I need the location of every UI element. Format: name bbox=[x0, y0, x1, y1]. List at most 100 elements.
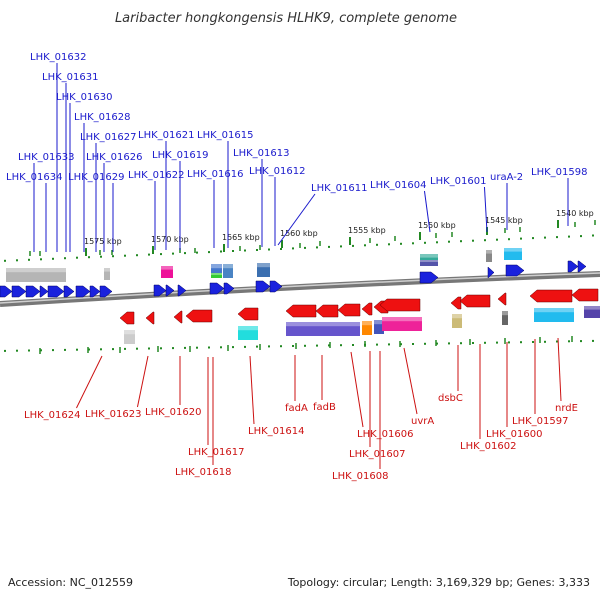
scale-dot bbox=[436, 342, 438, 345]
scale-dot bbox=[136, 254, 138, 257]
scale-dot bbox=[496, 341, 498, 344]
green-block bbox=[211, 273, 222, 278]
gene-label-fada: fadA bbox=[285, 403, 308, 414]
block-highlight bbox=[502, 311, 508, 316]
purple-block bbox=[286, 322, 336, 336]
scale-dot bbox=[280, 345, 282, 348]
scale-tick-label: 1570 kbp bbox=[151, 235, 189, 244]
forward-gene-arrow bbox=[0, 285, 13, 298]
scale-dot bbox=[16, 349, 18, 352]
cyan-block bbox=[534, 308, 574, 322]
gene-label-nrde: nrdE bbox=[555, 403, 578, 414]
forward-gene-arrow bbox=[419, 271, 439, 284]
scale-dot bbox=[412, 242, 414, 245]
scale-dot bbox=[220, 346, 222, 349]
scale-dot bbox=[460, 342, 462, 345]
scale-dot bbox=[112, 255, 114, 258]
gene-label-lhk-01602: LHK_01602 bbox=[460, 441, 516, 452]
forward-gene-arrow bbox=[223, 282, 235, 295]
scale-dot bbox=[256, 249, 258, 251]
block-highlight bbox=[161, 266, 173, 270]
reverse-gene-arrow bbox=[315, 304, 339, 318]
leader-line bbox=[277, 193, 316, 246]
scale-tick-label: 1550 kbp bbox=[418, 221, 456, 230]
gene-label-lhk-01628: LHK_01628 bbox=[74, 112, 130, 123]
scale-dot bbox=[556, 236, 558, 239]
scale-dot bbox=[328, 245, 330, 248]
gray-block bbox=[104, 268, 110, 280]
scale-dot bbox=[184, 346, 186, 349]
scale-dot bbox=[28, 258, 30, 261]
gene-label-lhk-01624: LHK_01624 bbox=[24, 410, 80, 421]
scale-dot bbox=[484, 341, 486, 344]
scale-dot bbox=[208, 251, 210, 254]
block-highlight bbox=[420, 254, 438, 258]
gray-block bbox=[502, 311, 508, 325]
orange-block bbox=[362, 321, 372, 335]
scale-dot bbox=[340, 344, 342, 347]
scale-dot bbox=[568, 235, 570, 238]
scale-dot bbox=[484, 239, 486, 242]
purple-block bbox=[336, 322, 360, 336]
scale-dot bbox=[580, 340, 582, 343]
reverse-gene-arrow bbox=[459, 294, 491, 308]
scale-dot bbox=[316, 246, 318, 249]
scale-dot bbox=[208, 346, 210, 349]
scale-dot bbox=[388, 243, 390, 246]
scale-dot bbox=[364, 244, 366, 247]
gene-labels: LHK_01632LHK_01631LHK_01630LHK_01628LHK_… bbox=[6, 52, 587, 482]
purple-block bbox=[374, 320, 384, 334]
gene-label-lhk-01631: LHK_01631 bbox=[42, 72, 98, 83]
scale-dot bbox=[196, 251, 198, 254]
block-highlight bbox=[382, 317, 422, 322]
block-highlight bbox=[211, 264, 222, 269]
scale-dot bbox=[400, 343, 402, 346]
reverse-gene-arrow bbox=[145, 311, 155, 325]
gene-label-lhk-01632: LHK_01632 bbox=[30, 52, 86, 63]
block-highlight bbox=[211, 273, 222, 275]
scale-dot bbox=[304, 344, 306, 347]
block-highlight bbox=[362, 321, 372, 326]
scale-dot bbox=[4, 259, 6, 262]
reverse-gene-arrow bbox=[497, 292, 507, 306]
block-highlight bbox=[584, 306, 600, 310]
forward-gene-arrow bbox=[165, 284, 175, 297]
forward-gene-arrow bbox=[99, 285, 113, 298]
leader-line bbox=[249, 355, 255, 425]
scale-dot bbox=[400, 242, 402, 245]
leader-line bbox=[557, 337, 562, 402]
khaki-block bbox=[452, 314, 462, 328]
leader-line bbox=[483, 186, 488, 233]
magenta-block bbox=[382, 317, 422, 331]
scale-dot bbox=[244, 249, 246, 252]
scale-dot bbox=[280, 248, 282, 250]
scale-dot bbox=[580, 235, 582, 238]
block-highlight bbox=[420, 260, 438, 262]
leader-line bbox=[136, 355, 149, 408]
gene-label-lhk-01621: LHK_01621 bbox=[138, 130, 194, 141]
scale-dot bbox=[100, 255, 102, 258]
gene-label-lhk-01613: LHK_01613 bbox=[233, 148, 289, 159]
scale-dot bbox=[448, 342, 450, 345]
scale-dot bbox=[52, 257, 54, 260]
block-highlight bbox=[504, 248, 522, 252]
scale-dot bbox=[4, 349, 6, 352]
reverse-gene-arrow bbox=[173, 310, 183, 324]
reverse-gene-arrow bbox=[237, 307, 259, 321]
gene-label-lhk-01620: LHK_01620 bbox=[145, 407, 201, 418]
scale-dot bbox=[508, 341, 510, 344]
forward-gene-arrow bbox=[255, 280, 271, 293]
block-highlight bbox=[124, 330, 135, 335]
block-highlight bbox=[286, 322, 336, 327]
forward-gene-arrow bbox=[63, 285, 75, 298]
scale-dot bbox=[148, 253, 150, 256]
scale-dot bbox=[40, 258, 42, 261]
gene-label-lhk-01623: LHK_01623 bbox=[85, 409, 141, 420]
scale-dot bbox=[148, 347, 150, 350]
block-highlight bbox=[223, 264, 233, 269]
reverse-gene-arrow bbox=[285, 304, 317, 318]
scale-dot bbox=[172, 252, 174, 255]
scale-dot bbox=[244, 345, 246, 348]
gene-label-lhk-01612: LHK_01612 bbox=[249, 166, 305, 177]
